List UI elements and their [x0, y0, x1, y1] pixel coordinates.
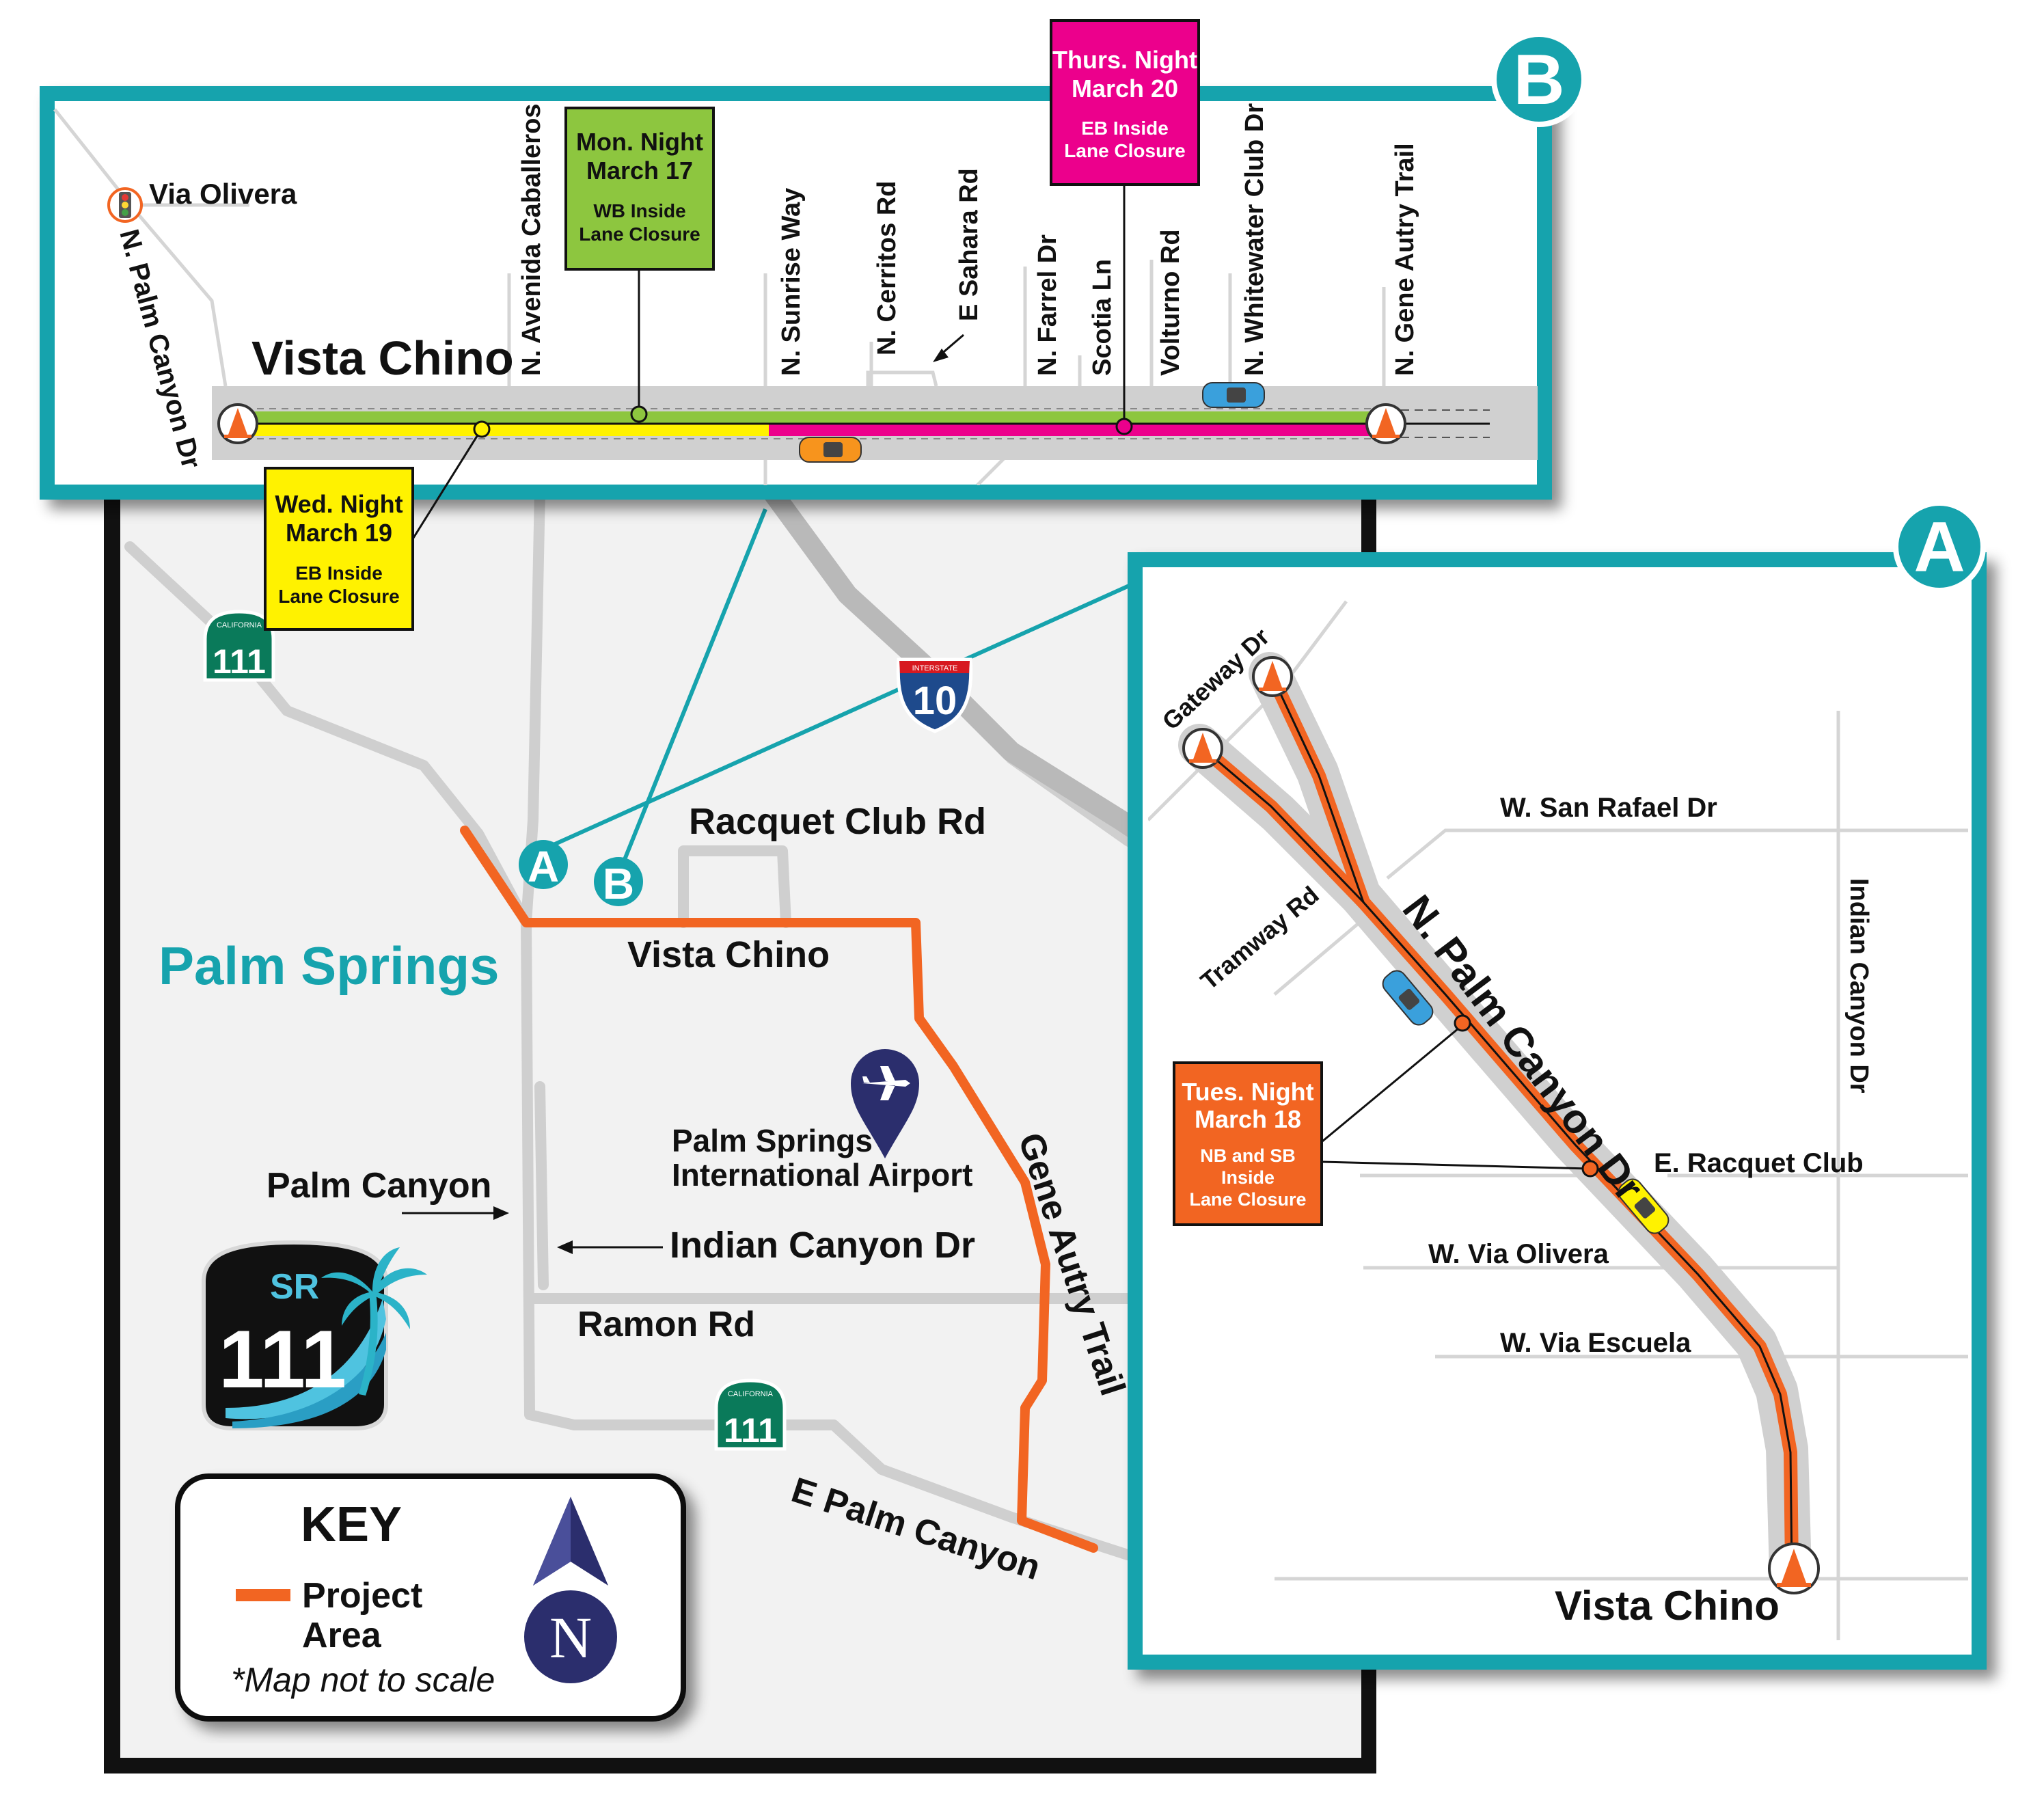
car-icon-blue	[1202, 382, 1265, 408]
svg-text:Lane Closure: Lane Closure	[278, 586, 399, 607]
key-note: *Map not to scale	[231, 1661, 495, 1699]
city-label: Palm Springs	[159, 936, 499, 996]
svg-text:111: 111	[219, 1314, 346, 1405]
svg-text:A: A	[528, 842, 559, 891]
svg-text:B: B	[603, 859, 634, 908]
racquet-club-label: Racquet Club Rd	[689, 801, 986, 842]
ramon-label: Ramon Rd	[577, 1305, 755, 1344]
wb-closure-green-2	[769, 411, 1384, 424]
inset-a-badge: A	[1893, 500, 1986, 593]
svg-text:111: 111	[724, 1411, 777, 1450]
vista-chino-label-a: Vista Chino	[1555, 1583, 1780, 1629]
svg-text:Tues. Night: Tues. Night	[1182, 1078, 1313, 1106]
airport-marker-icon	[851, 1049, 919, 1158]
svg-text:March 19: March 19	[286, 519, 392, 547]
svg-text:March 18: March 18	[1195, 1105, 1301, 1133]
via-olivera-label: Via Olivera	[149, 178, 297, 210]
cone-icon-a-north	[1252, 656, 1293, 697]
eb-closure-yellow	[243, 424, 772, 436]
key-title: KEY	[301, 1497, 402, 1552]
svg-text:10: 10	[913, 679, 957, 723]
callout-line-b	[616, 508, 767, 876]
airport-label-line1: Palm Springs	[672, 1123, 873, 1158]
callout-a-badge: A	[519, 840, 568, 891]
svg-text:CALIFORNIA: CALIFORNIA	[728, 1390, 774, 1398]
svg-text:Lane Closure: Lane Closure	[1189, 1189, 1306, 1210]
gene-autry-label-b: N. Gene Autry Trail	[1391, 143, 1419, 376]
whitewater-label: N. Whitewater Club Dr	[1240, 103, 1269, 376]
map-key: KEY Project Area *Map not to scale N	[175, 1473, 686, 1722]
indian-canyon-arrow	[557, 1240, 663, 1254]
farrel-label: N. Farrel Dr	[1033, 234, 1062, 376]
e-racquet-club-label: E. Racquet Club	[1654, 1148, 1864, 1178]
callout-line-a	[539, 572, 1156, 853]
closure-wed-callout: Wed. Night March 19 EB Inside Lane Closu…	[264, 420, 491, 631]
svg-text:EB Inside: EB Inside	[1081, 118, 1169, 139]
sunrise-way-label: N. Sunrise Way	[777, 188, 806, 376]
vista-chino-label-b: Vista Chino	[251, 331, 514, 385]
svg-text:EB Inside: EB Inside	[295, 562, 383, 584]
key-item-line1: Project	[302, 1576, 422, 1616]
svg-text:A: A	[1913, 508, 1965, 587]
ca-111-shield-bottom: CALIFORNIA 111	[714, 1378, 787, 1451]
avenida-caballeros-label: N. Avenida Caballeros	[517, 104, 546, 376]
volturno-label: Volturno Rd	[1156, 229, 1185, 376]
svg-text:Lane Closure: Lane Closure	[579, 223, 700, 245]
north-arrow-icon: N	[524, 1497, 617, 1683]
svg-text:Wed. Night: Wed. Night	[275, 490, 403, 518]
inset-b-badge: B	[1491, 31, 1587, 127]
cone-icon-b-east	[1365, 403, 1406, 444]
key-project-swatch	[236, 1589, 290, 1601]
traffic-signal-icon	[107, 187, 143, 223]
car-icon-yellow-a	[1618, 1178, 1670, 1234]
vista-chino-label: Vista Chino	[627, 934, 830, 975]
sr-111-logo: SR 111	[202, 1240, 427, 1430]
indian-canyon-label-a: Indian Canyon Dr	[1844, 878, 1873, 1093]
san-rafael-label: W. San Rafael Dr	[1500, 793, 1717, 823]
palm-canyon-arrow	[402, 1206, 509, 1220]
svg-text:INTERSTATE: INTERSTATE	[912, 664, 958, 672]
indian-canyon-label: Indian Canyon Dr	[670, 1225, 975, 1266]
svg-text:March 17: March 17	[586, 157, 693, 185]
scotia-label: Scotia Ln	[1088, 259, 1117, 376]
ca-111-shield-top: CALIFORNIA 111	[203, 610, 275, 682]
svg-text:Mon. Night: Mon. Night	[576, 128, 703, 156]
wb-closure-green-1	[243, 411, 769, 424]
svg-text:B: B	[1513, 40, 1564, 120]
airport-label-line2: International Airport	[672, 1157, 972, 1193]
svg-text:WB Inside: WB Inside	[593, 200, 685, 221]
cone-icon-a-south	[1768, 1542, 1820, 1594]
cerritos-label: N. Cerritos Rd	[873, 181, 901, 355]
closure-mon-callout: Mon. Night March 17 WB Inside Lane Closu…	[564, 107, 715, 423]
svg-text:Inside: Inside	[1221, 1167, 1275, 1188]
cone-icon-b-west	[217, 403, 258, 444]
cone-icon-a-gateway	[1182, 728, 1223, 769]
svg-text:NB and SB: NB and SB	[1200, 1145, 1296, 1166]
svg-text:Lane Closure: Lane Closure	[1064, 140, 1185, 161]
w-via-olivera-label: W. Via Olivera	[1428, 1239, 1609, 1269]
key-item-line2: Area	[302, 1616, 382, 1655]
car-icon-blue-a	[1382, 970, 1434, 1026]
project-area-route	[460, 826, 1098, 1553]
e-sahara-label: E Sahara Rd	[955, 168, 983, 321]
svg-text:Thurs. Night: Thurs. Night	[1052, 46, 1197, 74]
svg-text:SR: SR	[270, 1267, 319, 1307]
svg-text:N: N	[549, 1605, 592, 1670]
svg-text:111: 111	[213, 642, 266, 681]
callout-b-badge: B	[594, 857, 643, 908]
svg-text:March 20: March 20	[1072, 74, 1178, 103]
car-icon-orange	[799, 437, 862, 463]
eb-closure-magenta	[769, 424, 1384, 436]
svg-text:CALIFORNIA: CALIFORNIA	[217, 621, 262, 629]
closure-tue-callout: Tues. Night March 18 NB and SB Inside La…	[1173, 1014, 1599, 1226]
sahara-arrow	[933, 334, 964, 362]
palm-canyon-label: Palm Canyon	[267, 1166, 491, 1206]
i10-shield: INTERSTATE 10	[896, 657, 973, 733]
closure-thu-callout: Thurs. Night March 20 EB Inside Lane Clo…	[1050, 19, 1200, 435]
palm-tree-icon	[321, 1247, 427, 1396]
w-via-escuela-label: W. Via Escuela	[1500, 1328, 1691, 1358]
